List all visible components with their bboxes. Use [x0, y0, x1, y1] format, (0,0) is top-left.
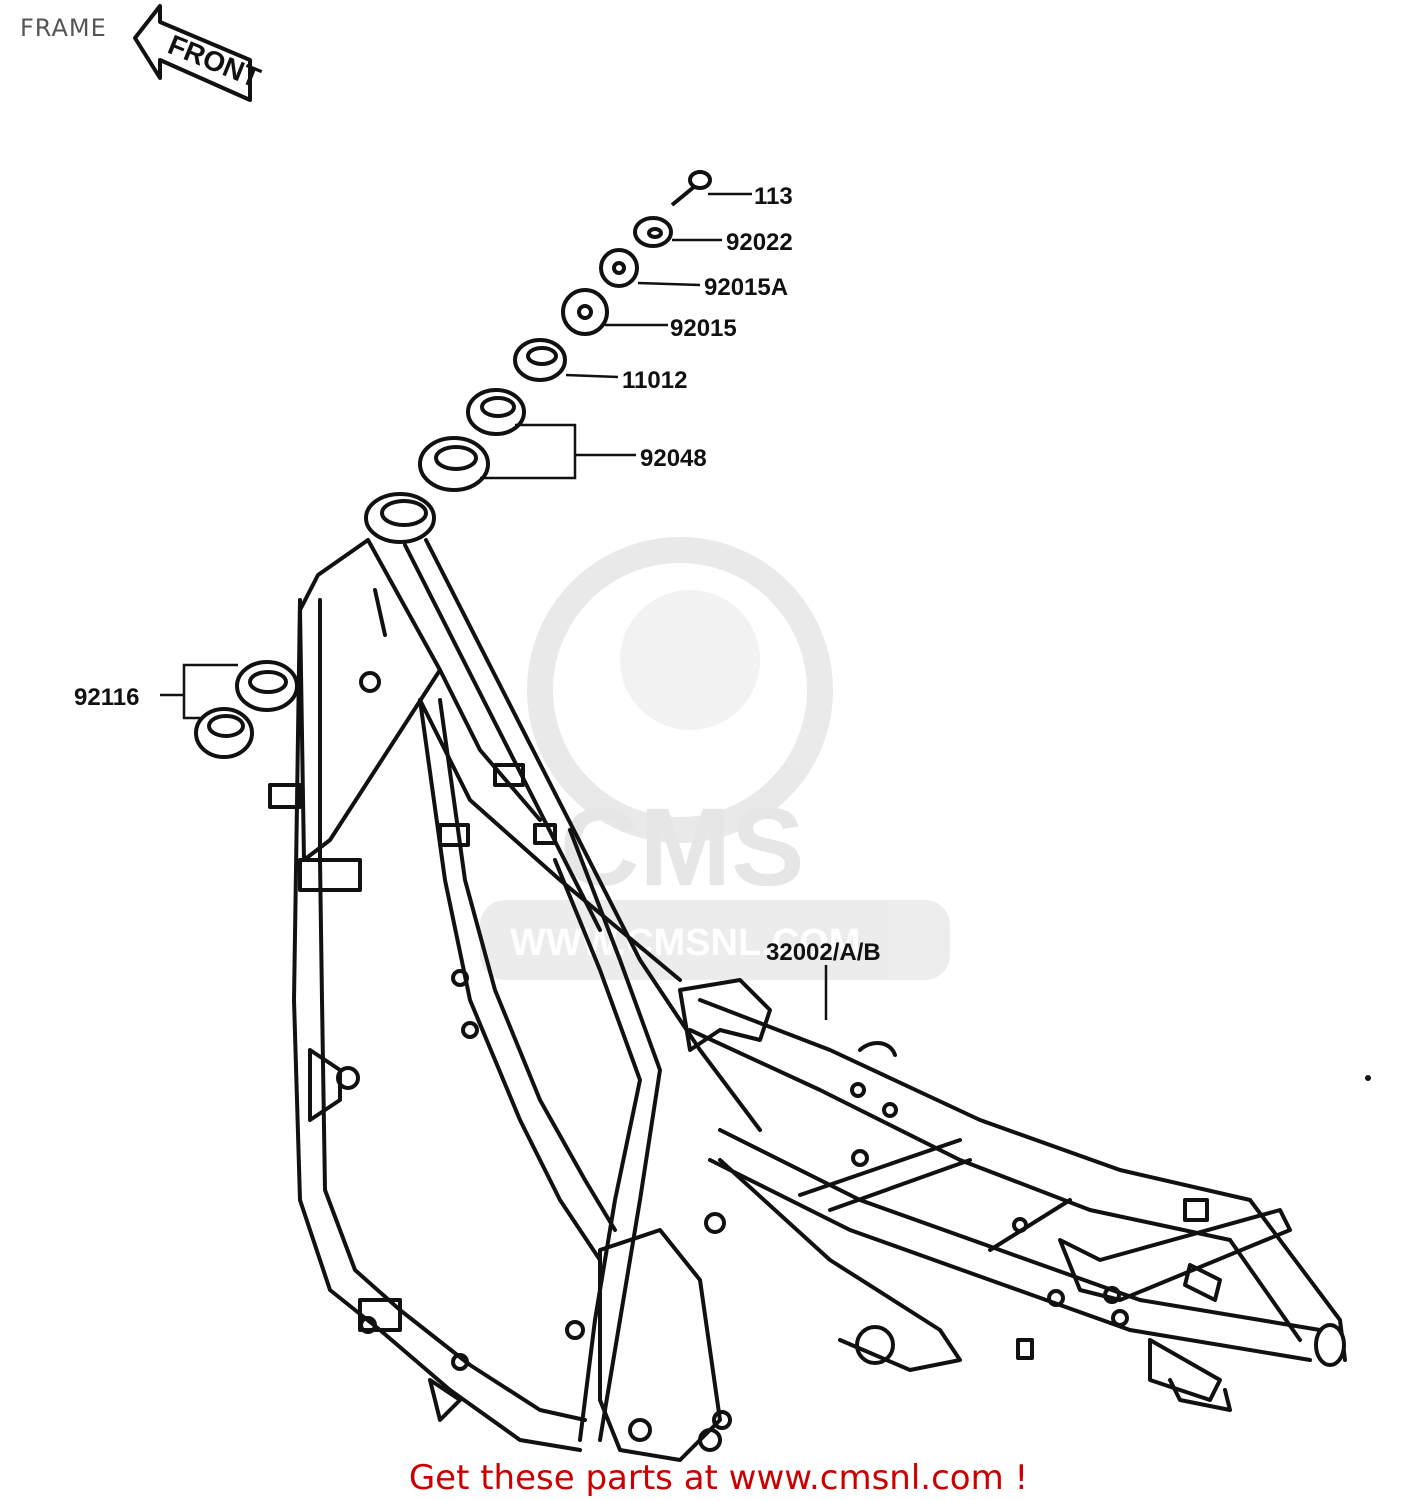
front-arrow: FRONT	[133, 4, 265, 102]
leader-lines	[160, 192, 828, 1020]
steering-head	[364, 492, 436, 544]
page-title: FRAME	[20, 14, 107, 42]
label-113: 113	[754, 183, 793, 210]
footer-link[interactable]: Get these parts at www.cmsnl.com !	[0, 1458, 1427, 1498]
label-92022: 92022	[726, 229, 793, 256]
callout-labels: 113 92022 92015A 92015 11012 92048 92116…	[74, 183, 881, 966]
label-92116: 92116	[74, 684, 139, 711]
dot-marker	[1365, 1075, 1371, 1081]
steering-parts	[194, 170, 712, 759]
footer-text[interactable]: Get these parts at www.cmsnl.com !	[408, 1458, 1029, 1498]
watermark-url: WWW.CMSNL.COM	[510, 922, 860, 964]
cms-watermark: CMS WWW.CMSNL.COM	[480, 537, 950, 980]
label-11012: 11012	[622, 367, 687, 394]
label-92015a: 92015A	[704, 274, 788, 301]
label-92015: 92015	[670, 315, 737, 342]
bolt-113	[670, 170, 712, 207]
watermark-brand: CMS	[560, 786, 804, 909]
frame-drawing	[268, 492, 1347, 1462]
label-92048: 92048	[640, 445, 707, 472]
label-32002: 32002/A/B	[766, 939, 881, 966]
